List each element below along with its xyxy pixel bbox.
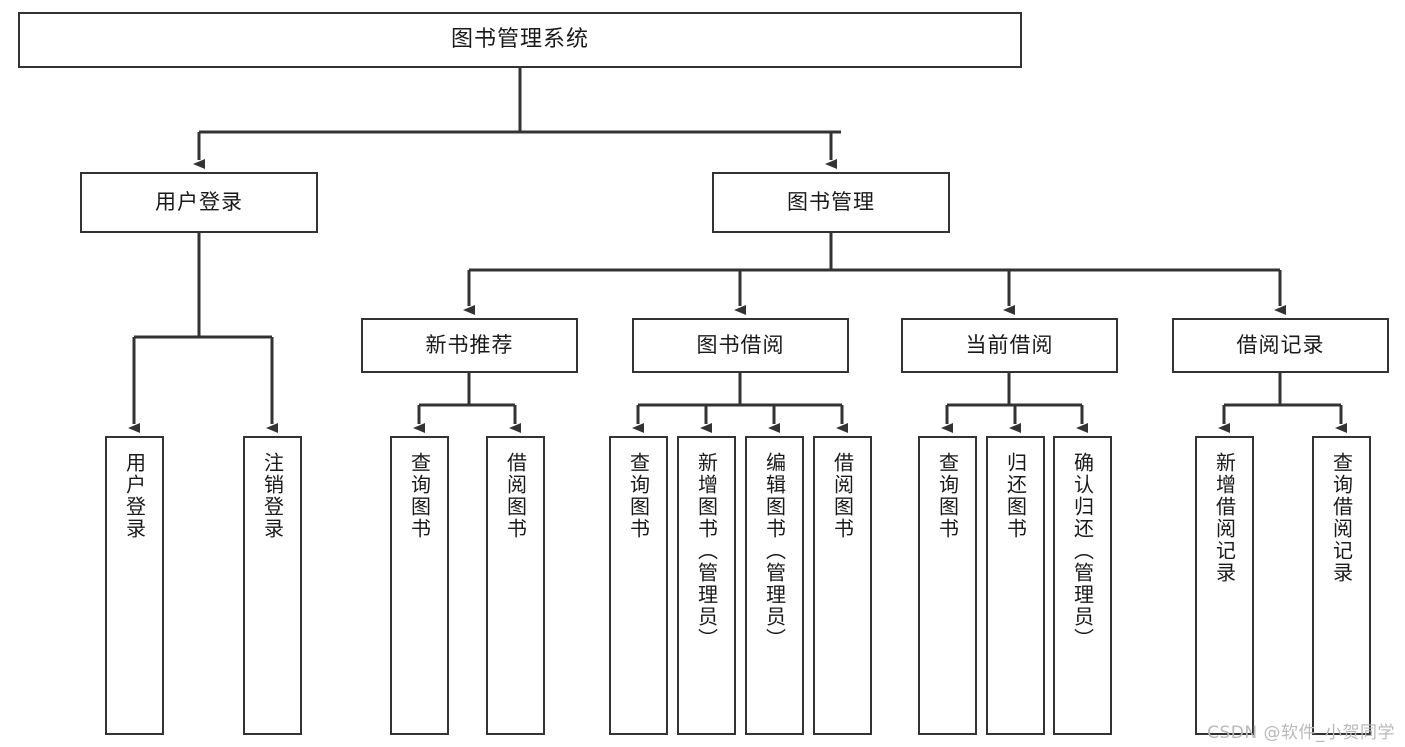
leaf-user-login-logout[interactable]: 注销登录 bbox=[243, 436, 302, 735]
node-label: 查询图书 bbox=[407, 452, 432, 540]
node-label: 当前借阅 bbox=[965, 333, 1054, 358]
node-label: 新增借阅记录 bbox=[1212, 452, 1237, 584]
node-label: 借阅图书 bbox=[503, 452, 528, 540]
node-label: 注销登录 bbox=[260, 452, 285, 540]
node-label: 查询图书 bbox=[626, 452, 651, 540]
leaf-current-return-book[interactable]: 归还图书 bbox=[986, 436, 1045, 735]
node-current-borrow[interactable]: 当前借阅 bbox=[901, 318, 1118, 373]
node-book-management[interactable]: 图书管理 bbox=[712, 172, 950, 233]
leaf-current-confirm-return[interactable]: 确认归还（管理员） bbox=[1053, 436, 1112, 735]
node-label: 查询借阅记录 bbox=[1329, 452, 1354, 584]
node-label: 图书管理系统 bbox=[450, 27, 589, 53]
node-borrow-record[interactable]: 借阅记录 bbox=[1172, 318, 1389, 373]
node-label: 归还图书 bbox=[1003, 452, 1028, 540]
leaf-borrow-add-book[interactable]: 新增图书（管理员） bbox=[677, 436, 736, 735]
node-label: 确认归还（管理员） bbox=[1070, 452, 1095, 650]
node-user-login[interactable]: 用户登录 bbox=[80, 172, 318, 233]
node-book-borrow[interactable]: 图书借阅 bbox=[632, 318, 849, 373]
leaf-borrow-edit-book[interactable]: 编辑图书（管理员） bbox=[745, 436, 804, 735]
leaf-user-login-login[interactable]: 用户登录 bbox=[105, 436, 164, 735]
node-label: 用户登录 bbox=[122, 452, 147, 540]
node-label: 编辑图书（管理员） bbox=[762, 452, 787, 650]
leaf-record-add-record[interactable]: 新增借阅记录 bbox=[1195, 436, 1254, 735]
node-label: 借阅图书 bbox=[830, 452, 855, 540]
leaf-new-book-borrow[interactable]: 借阅图书 bbox=[486, 436, 545, 735]
node-label: 图书借阅 bbox=[696, 333, 785, 358]
leaf-record-query-record[interactable]: 查询借阅记录 bbox=[1312, 436, 1371, 735]
node-label: 用户登录 bbox=[155, 190, 243, 215]
node-label: 借阅记录 bbox=[1236, 333, 1325, 358]
watermark: CSDN @软件_小贺同学 bbox=[1207, 723, 1395, 743]
leaf-current-query-book[interactable]: 查询图书 bbox=[918, 436, 977, 735]
node-label: 新书推荐 bbox=[425, 333, 514, 358]
node-label: 图书管理 bbox=[787, 190, 875, 215]
node-label: 查询图书 bbox=[935, 452, 960, 540]
node-label: 新增图书（管理员） bbox=[694, 452, 719, 650]
leaf-borrow-borrow-book[interactable]: 借阅图书 bbox=[813, 436, 872, 735]
node-root-system[interactable]: 图书管理系统 bbox=[18, 12, 1022, 68]
node-new-book-recommend[interactable]: 新书推荐 bbox=[361, 318, 578, 373]
leaf-borrow-query-book[interactable]: 查询图书 bbox=[609, 436, 668, 735]
leaf-new-book-query[interactable]: 查询图书 bbox=[390, 436, 449, 735]
